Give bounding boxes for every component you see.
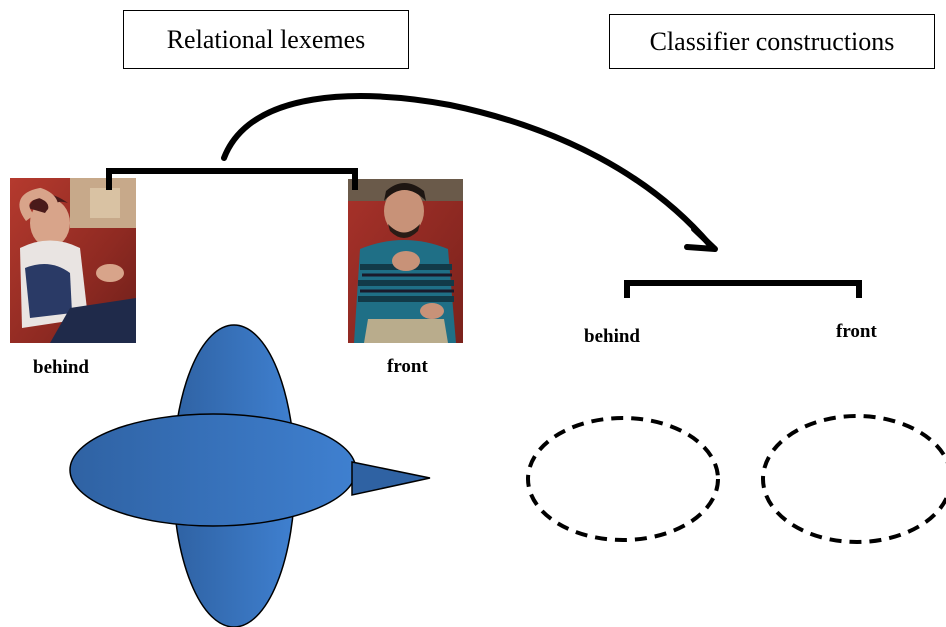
signer-photo-front — [348, 179, 463, 343]
arrow-head-icon — [684, 226, 718, 252]
bracket-right — [624, 280, 862, 298]
bracket-left — [106, 168, 358, 190]
relational-lexemes-box: Relational lexemes — [123, 10, 409, 69]
classifier-constructions-box: Classifier constructions — [609, 14, 935, 69]
classifier-constructions-title: Classifier constructions — [649, 26, 895, 56]
airplane-shape-icon — [69, 324, 431, 627]
relational-lexemes-title: Relational lexemes — [166, 24, 366, 54]
signer-photo-front-image — [348, 179, 463, 343]
signer-photo-behind-image — [10, 178, 136, 343]
curved-arrow-icon — [221, 93, 713, 248]
behind-label-left: behind — [33, 357, 89, 378]
front-label-left: front — [387, 356, 428, 377]
dashed-ellipse-behind — [526, 416, 720, 542]
dashed-ellipse-front — [761, 414, 946, 544]
behind-label-right: behind — [584, 326, 640, 347]
front-label-right: front — [836, 321, 877, 342]
signer-photo-behind — [10, 178, 136, 343]
